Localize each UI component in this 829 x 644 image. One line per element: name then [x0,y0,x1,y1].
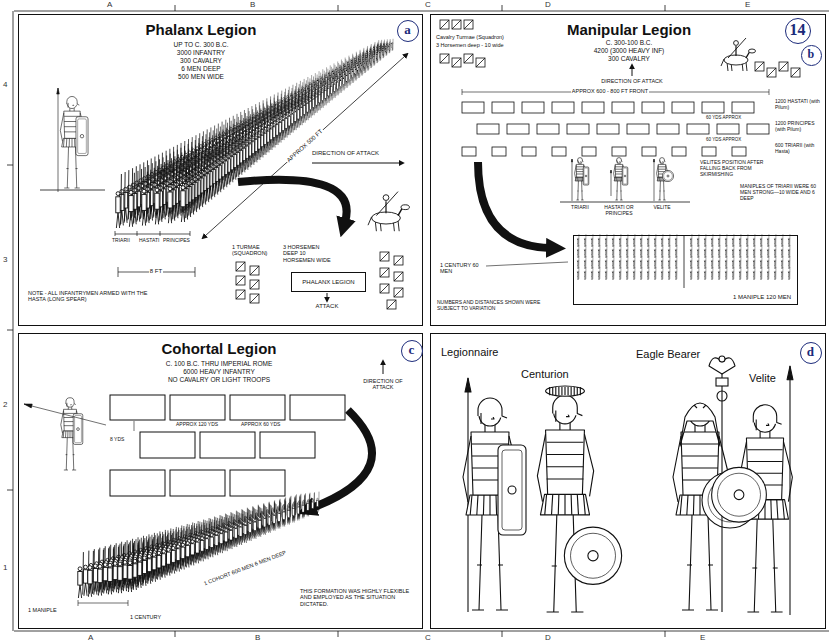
page: Phalanx LegionUP TO C. 300 B.C.3000 INFA… [0,0,829,644]
